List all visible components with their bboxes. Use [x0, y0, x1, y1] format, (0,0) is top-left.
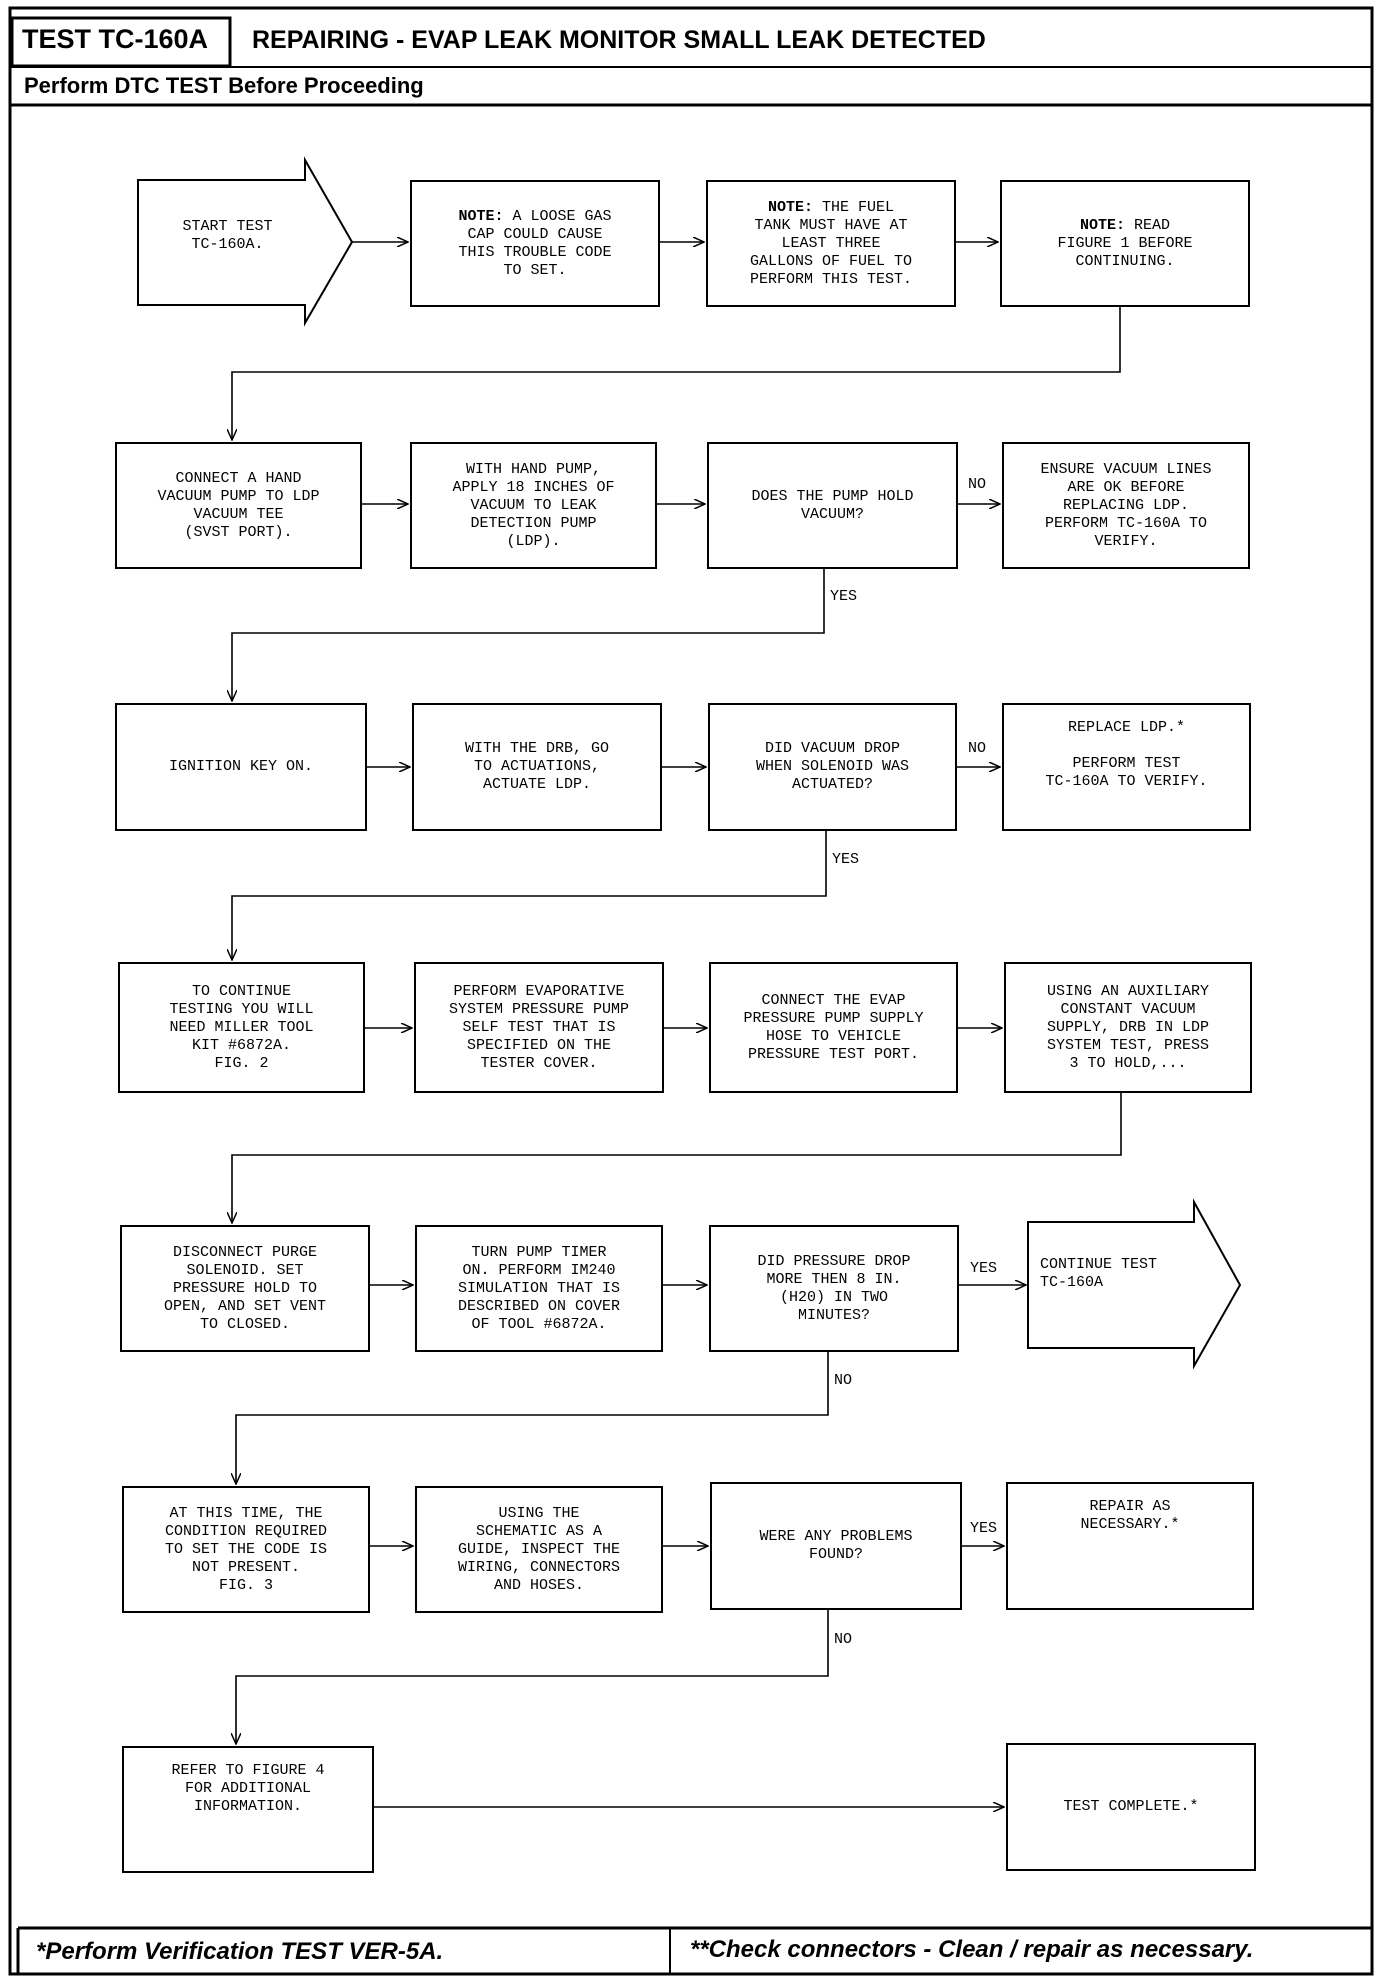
start-arrow-shape — [137, 156, 354, 327]
edge-label-no: NO — [968, 740, 987, 757]
decision-pump-hold-vacuum: DOES THE PUMP HOLD VACUUM? — [707, 442, 958, 569]
disconnect-purge-node: DISCONNECT PURGE SOLENOID. SET PRESSURE … — [120, 1225, 370, 1352]
edge-label-yes: YES — [832, 851, 860, 868]
drb-actuate-ldp-node: WITH THE DRB, GO TO ACTUATIONS, ACTUATE … — [412, 703, 662, 831]
note-text: READ FIGURE 1 BEFORE CONTINUING. — [1057, 216, 1193, 270]
miller-tool-kit-node: TO CONTINUE TESTING YOU WILL NEED MILLER… — [118, 962, 365, 1093]
ignition-key-on-node: IGNITION KEY ON. — [115, 703, 367, 831]
test-complete-node: TEST COMPLETE.* — [1006, 1743, 1256, 1871]
continue-arrow-shape — [1027, 1198, 1242, 1370]
note-label: NOTE: — [1079, 216, 1125, 234]
pump-self-test-node: PERFORM EVAPORATIVE SYSTEM PRESSURE PUMP… — [414, 962, 664, 1093]
connect-vacuum-pump-node: CONNECT A HAND VACUUM PUMP TO LDP VACUUM… — [115, 442, 362, 569]
pump-timer-node: TURN PUMP TIMER ON. PERFORM IM240 SIMULA… — [415, 1225, 663, 1352]
decision-problems-found: WERE ANY PROBLEMS FOUND? — [710, 1482, 962, 1610]
ensure-vacuum-lines-node: ENSURE VACUUM LINES ARE OK BEFORE REPLAC… — [1002, 442, 1250, 569]
edge-label-no: NO — [834, 1631, 853, 1648]
condition-not-present-node: AT THIS TIME, THE CONDITION REQUIRED TO … — [122, 1486, 370, 1613]
edge-label-yes: YES — [970, 1260, 998, 1277]
decision-pressure-drop: DID PRESSURE DROP MORE THEN 8 IN. (H20) … — [709, 1225, 959, 1352]
footer-verification-note: *Perform Verification TEST VER-5A. — [36, 1938, 444, 1965]
page-title: REPAIRING - EVAP LEAK MONITOR SMALL LEAK… — [252, 26, 986, 54]
note-gas-cap-node: NOTE: A LOOSE GAS CAP COULD CAUSE THIS T… — [410, 180, 660, 307]
edge-label-no: NO — [968, 476, 987, 493]
start-test-node: START TEST TC-160A. — [182, 218, 273, 253]
note-label: NOTE: — [767, 198, 813, 216]
continue-test-node: CONTINUE TEST TC-160A — [1040, 1256, 1158, 1291]
note-text: A LOOSE GAS CAP COULD CAUSE THIS TROUBLE… — [458, 207, 612, 279]
decision-vacuum-drop: DID VACUUM DROP WHEN SOLENOID WAS ACTUAT… — [708, 703, 957, 831]
note-read-figure-node: NOTE: READ FIGURE 1 BEFORE CONTINUING. — [1000, 180, 1250, 307]
note-fuel-tank-node: NOTE: THE FUEL TANK MUST HAVE AT LEAST T… — [706, 180, 956, 307]
repair-as-necessary-node: REPAIR AS NECESSARY.* — [1006, 1482, 1254, 1610]
replace-ldp-node: REPLACE LDP.* PERFORM TEST TC-160A TO VE… — [1002, 703, 1251, 831]
auxiliary-vacuum-node: USING AN AUXILIARY CONSTANT VACUUM SUPPL… — [1004, 962, 1252, 1093]
page-subtitle: Perform DTC TEST Before Proceeding — [24, 73, 424, 98]
edge-label-no: NO — [834, 1372, 853, 1389]
refer-figure-4-node: REFER TO FIGURE 4 FOR ADDITIONAL INFORMA… — [122, 1746, 374, 1873]
note-text: THE FUEL TANK MUST HAVE AT LEAST THREE G… — [749, 198, 913, 288]
edge-label-yes: YES — [830, 588, 858, 605]
apply-vacuum-node: WITH HAND PUMP, APPLY 18 INCHES OF VACUU… — [410, 442, 657, 569]
edge-label-yes: YES — [970, 1520, 998, 1537]
connect-evap-hose-node: CONNECT THE EVAP PRESSURE PUMP SUPPLY HO… — [709, 962, 958, 1093]
note-label: NOTE: — [458, 207, 504, 225]
footer-connectors-note: **Check connectors - Clean / repair as n… — [690, 1936, 1254, 1963]
test-id: TEST TC-160A — [22, 24, 209, 54]
inspect-wiring-node: USING THE SCHEMATIC AS A GUIDE, INSPECT … — [415, 1486, 663, 1613]
